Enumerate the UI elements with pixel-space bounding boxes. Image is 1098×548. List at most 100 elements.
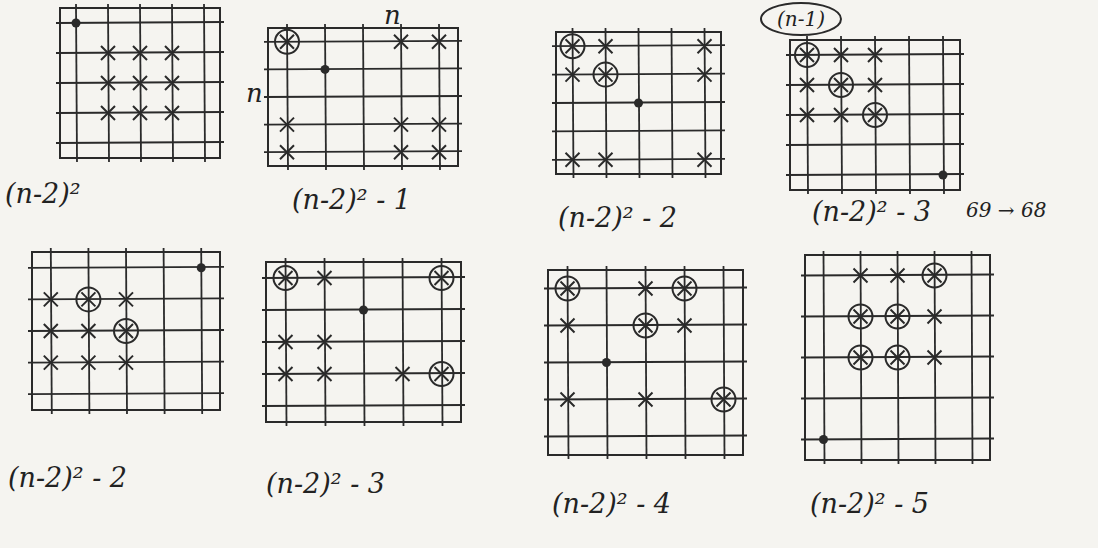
circled-cross <box>430 362 454 386</box>
circled-term: (n-1) <box>760 2 842 36</box>
cross-mark <box>639 319 653 333</box>
cross-mark <box>678 282 692 296</box>
cross-mark <box>435 271 449 285</box>
dimension-label: n <box>384 0 401 30</box>
dot-marker <box>197 263 206 272</box>
grid-line <box>801 398 994 399</box>
cross-mark <box>44 356 58 370</box>
cross-mark <box>318 335 332 349</box>
count-caption: (n-2)² - 1 <box>292 184 411 215</box>
cross-mark <box>165 76 179 90</box>
count-caption: (n-2)² <box>5 178 81 209</box>
cross-mark <box>800 48 814 62</box>
cross-mark <box>101 106 115 120</box>
grid-figure: (n-2)² - 2 <box>556 32 721 174</box>
ring <box>761 3 841 35</box>
grid-drawing <box>805 255 990 460</box>
grid-line <box>164 248 165 414</box>
cross-mark <box>119 356 133 370</box>
cross-mark <box>101 46 115 60</box>
grid-figure: (n-2)² - 3 <box>790 40 960 190</box>
circled-label: (n-1) <box>760 2 842 36</box>
cross-mark <box>165 46 179 60</box>
cross-mark <box>854 351 868 365</box>
grid-figure: (n-2)² - 4 <box>548 270 743 455</box>
cross-mark <box>279 367 293 381</box>
cross-mark <box>566 39 580 53</box>
circled-cross <box>849 346 873 370</box>
grid-line <box>264 96 462 97</box>
grid-line <box>201 248 202 414</box>
grid-line <box>724 266 725 459</box>
dot-marker <box>939 171 948 180</box>
cross-mark <box>566 153 580 167</box>
circled-cross <box>594 63 618 87</box>
dot-marker <box>321 65 330 74</box>
circled-cross <box>274 266 298 290</box>
grid-drawing <box>60 8 220 158</box>
circled-cross <box>430 266 454 290</box>
cross-mark <box>435 367 449 381</box>
cross-mark <box>119 292 133 306</box>
cross-mark <box>119 324 133 338</box>
dot-marker <box>819 435 828 444</box>
dot-marker <box>72 19 81 28</box>
grid-line <box>262 373 465 374</box>
grid-figure: (n-2)² - 5 <box>805 255 990 460</box>
count-caption: (n-2)² - 2 <box>8 462 127 493</box>
cross-mark <box>599 68 613 82</box>
grid-line <box>786 174 964 175</box>
grid-line <box>943 36 944 194</box>
cross-mark <box>928 310 942 324</box>
cross-mark <box>280 118 294 132</box>
cross-mark <box>698 153 712 167</box>
grid-drawing <box>266 262 461 422</box>
grid-line <box>544 436 747 437</box>
count-caption: (n-2)² - 4 <box>552 488 671 519</box>
grid-line <box>262 341 465 342</box>
cross-mark <box>280 35 294 49</box>
cross-mark <box>432 35 446 49</box>
cross-mark <box>834 108 848 122</box>
note: 69 → 68 <box>966 198 1046 222</box>
cross-mark <box>318 367 332 381</box>
cross-mark <box>698 39 712 53</box>
grid-line <box>401 24 402 170</box>
cross-mark <box>133 106 147 120</box>
circled-cross <box>634 314 658 338</box>
cross-mark <box>566 68 580 82</box>
grid-line <box>204 4 205 162</box>
grid-line <box>439 24 440 170</box>
grid-line <box>685 266 686 459</box>
cross-mark <box>165 106 179 120</box>
cross-mark <box>800 108 814 122</box>
cross-mark <box>800 78 814 92</box>
cross-mark <box>44 292 58 306</box>
cross-mark <box>599 39 613 53</box>
grid-drawing <box>268 28 458 166</box>
cross-mark <box>561 393 575 407</box>
dot-marker <box>634 99 643 108</box>
cross-mark <box>394 118 408 132</box>
cross-mark <box>717 393 731 407</box>
cross-mark <box>396 367 410 381</box>
circled-cross <box>886 346 910 370</box>
circled-cross <box>76 287 100 311</box>
grid-line <box>264 124 462 125</box>
cross-mark <box>928 351 942 365</box>
circled-cross <box>849 305 873 329</box>
grid-drawing <box>790 40 960 190</box>
cross-mark <box>561 282 575 296</box>
cross-mark <box>834 78 848 92</box>
grid-line <box>705 28 706 178</box>
grid-drawing <box>548 270 743 455</box>
cross-mark <box>101 76 115 90</box>
grid-line <box>403 258 404 426</box>
grid-figure: (n-2)² <box>60 8 220 158</box>
grid-line <box>972 251 973 464</box>
cross-mark <box>698 68 712 82</box>
circled-cross <box>275 30 299 54</box>
circled-cross <box>923 264 947 288</box>
dot-marker <box>359 306 368 315</box>
grid-drawing <box>32 252 220 410</box>
